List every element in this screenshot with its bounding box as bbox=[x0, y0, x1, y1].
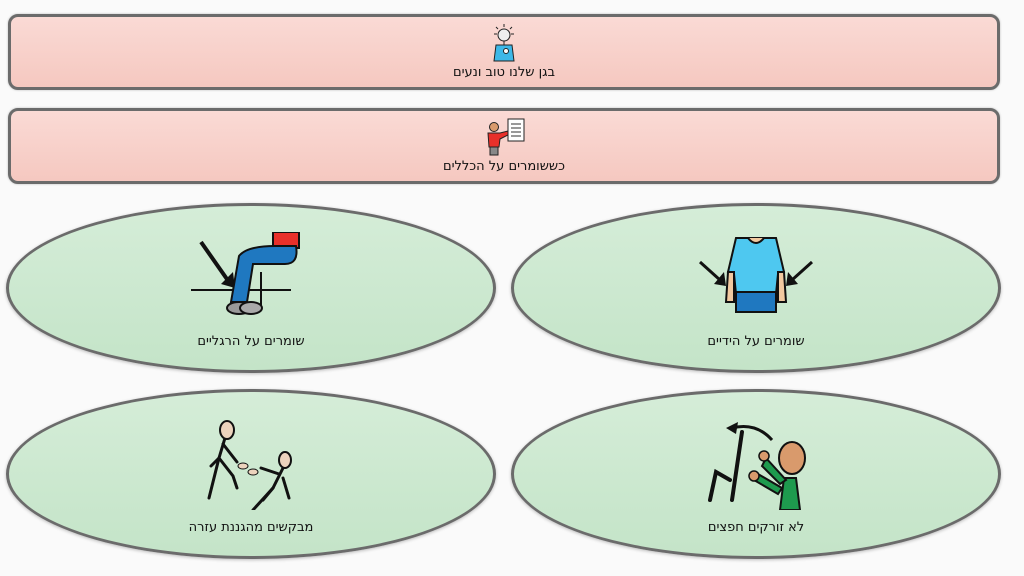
card-label: שומרים על הרגליים bbox=[197, 334, 305, 349]
banner-label: בגן שלנו טוב ונעים bbox=[452, 65, 556, 80]
card-ask-help[interactable]: מבקשים מהגננת עזרה bbox=[6, 389, 496, 559]
rules-board-icon bbox=[487, 118, 525, 156]
ask-help-icon bbox=[207, 420, 292, 510]
card-label: מבקשים מהגננת עזרה bbox=[188, 520, 314, 535]
card-label: שומרים על הידיים bbox=[707, 334, 805, 349]
card-label: לא זורקים חפצים bbox=[707, 520, 805, 535]
banner-happy-kindergarten[interactable]: בגן שלנו טוב ונעים bbox=[8, 14, 1000, 90]
no-throwing-icon bbox=[708, 422, 806, 510]
happy-person-icon bbox=[493, 24, 515, 62]
banner-keeping-rules[interactable]: כששומרים על הכללים bbox=[8, 108, 1000, 184]
hands-icon bbox=[698, 237, 814, 313]
legs-icon bbox=[191, 232, 300, 315]
card-legs[interactable]: שומרים על הרגליים bbox=[6, 203, 496, 373]
card-no-throwing[interactable]: לא זורקים חפצים bbox=[511, 389, 1001, 559]
card-hands[interactable]: שומרים על הידיים bbox=[511, 203, 1001, 373]
banner-label: כששומרים על הכללים bbox=[442, 159, 565, 174]
